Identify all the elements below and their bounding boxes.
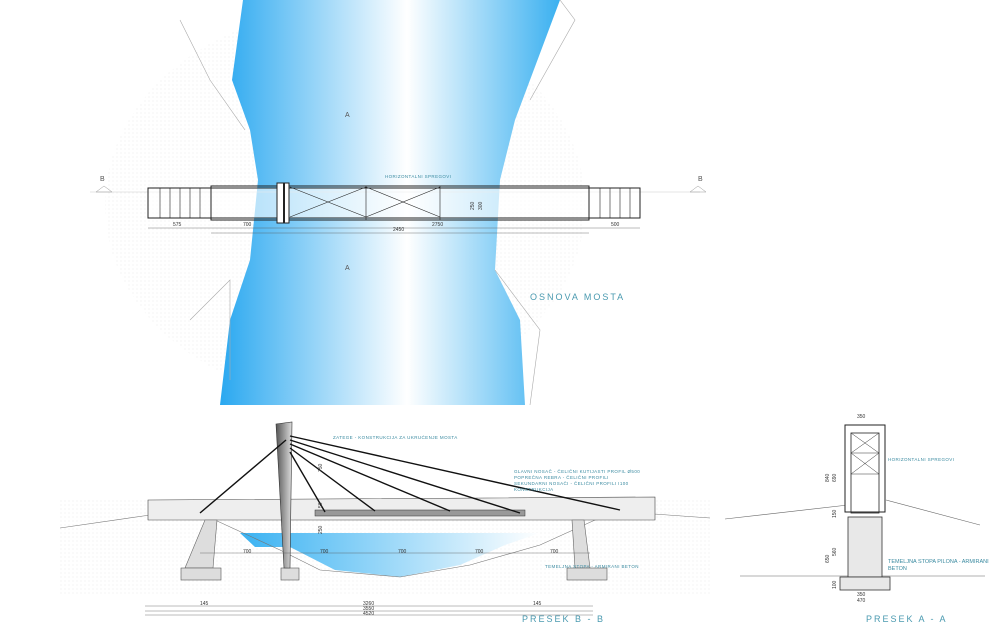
dim-aa-470: 470	[857, 598, 866, 604]
dim-aa-840: 840	[825, 473, 831, 482]
section-marker-a-bottom: A	[345, 265, 350, 272]
plan-view	[90, 0, 707, 406]
stay-cables	[199, 435, 621, 514]
pylon	[275, 421, 293, 569]
section-bb-view	[59, 421, 711, 616]
dim-span-2: 700	[320, 549, 329, 555]
dim-250-bb: 250	[318, 525, 324, 534]
section-marker-a-top: A	[345, 112, 350, 119]
label-foundation-bb: TEMELJNA STOPA - ARMIRANI BETON	[545, 564, 639, 569]
dim-span-5: 700	[550, 549, 559, 555]
section-marker-b-right: B	[698, 176, 703, 183]
dim-50: 50	[318, 502, 324, 508]
water-section	[240, 533, 540, 577]
label-cables: ZATEGE - KONSTRUKCIJA ZA UKRUĆENJE MOSTA	[333, 435, 458, 440]
bridge-deck-plan	[147, 182, 641, 224]
dim-145-right: 145	[533, 601, 542, 607]
label-foundation-aa: TEMELJNA STOPA PILONA - ARMIRANI BETON	[888, 559, 989, 572]
dim-aa-650: 650	[825, 554, 831, 563]
dim-700: 700	[243, 222, 252, 228]
dim-4520: 4520	[363, 611, 375, 617]
plan-title: OSNOVA MOSTA	[530, 292, 626, 302]
dim-575: 575	[173, 222, 182, 228]
dim-2450: 2450	[393, 227, 405, 233]
dim-aa-560: 560	[832, 547, 838, 556]
section-aa-view	[724, 424, 985, 591]
dim-500: 500	[611, 222, 620, 228]
dim-span-3: 700	[398, 549, 407, 555]
label-girder-1: GLAVNI NOSAČ - ČELIČNI KUTIJASTI PROFIL …	[514, 469, 641, 474]
label-bracing-aa: HORIZONTALNI SPREGOVI	[888, 457, 955, 462]
dim-750: 750	[318, 463, 324, 472]
dim-300: 300	[478, 201, 484, 210]
dim-250: 250	[470, 201, 476, 210]
section-bb-title: PRESEK B - B	[522, 614, 606, 624]
label-girder-4: KONSTRUKCIJA	[514, 487, 554, 492]
section-aa-title: PRESEK A - A	[866, 614, 948, 624]
dim-aa-100: 100	[832, 580, 838, 589]
deck-section	[147, 496, 656, 521]
dim-aa-350-bottom: 350	[857, 592, 866, 598]
dim-aa-350-top: 350	[857, 414, 866, 420]
dim-3550: 3550	[363, 606, 375, 612]
dim-145-left: 145	[200, 601, 209, 607]
dim-span-1: 700	[243, 549, 252, 555]
dim-span-4: 700	[475, 549, 484, 555]
dim-aa-690: 690	[832, 473, 838, 482]
section-marker-b-left: B	[100, 176, 105, 183]
label-horizontal-bracing: HORIZONTALNI SPREGOVI	[385, 174, 452, 179]
label-girder-2: POPREČNA REBRA - ČELIČNI PROFILI	[514, 475, 609, 480]
label-girder-3: SEKUNDARNI NOSAČI - ČELIČNI PROFILI I100	[514, 481, 629, 486]
dim-aa-150: 150	[832, 509, 838, 518]
dim-2750: 2750	[432, 222, 444, 228]
dim-3260: 3260	[363, 601, 375, 607]
